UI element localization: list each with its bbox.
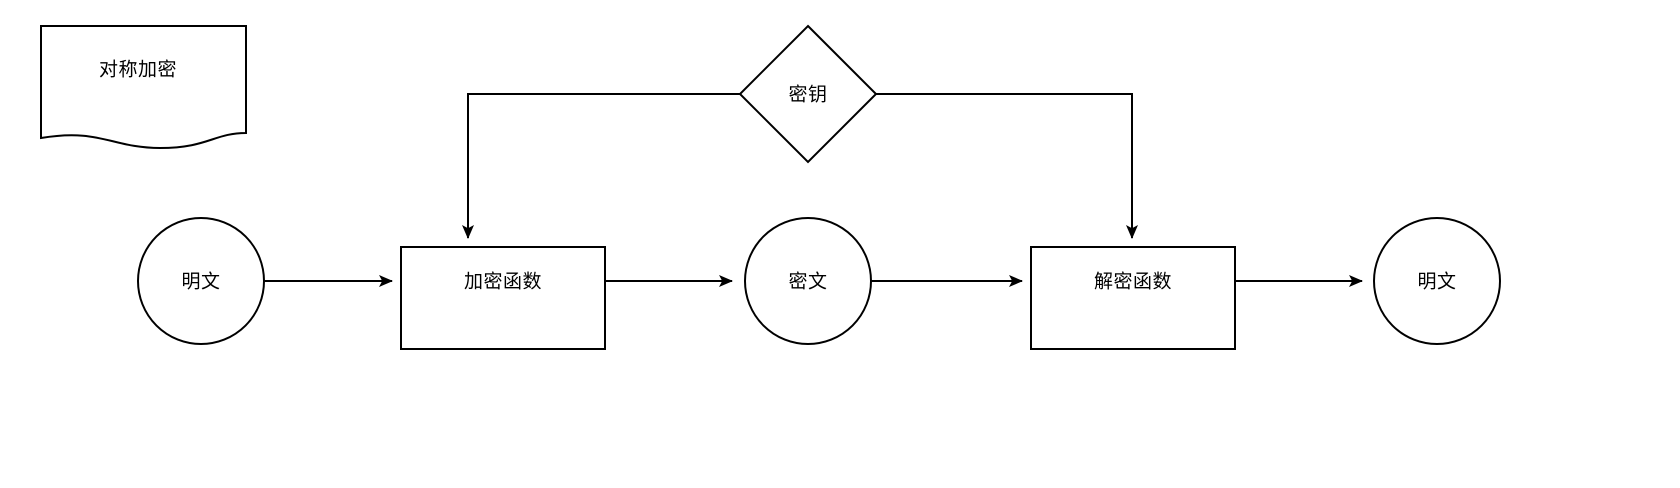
edge-key-to-decrypt <box>876 93 1138 239</box>
node-ciphertext[interactable]: 密文 <box>744 217 872 345</box>
title-note: 对称加密 <box>40 25 247 150</box>
title-note-label: 对称加密 <box>99 59 177 81</box>
node-ciphertext-label: 密文 <box>788 271 827 293</box>
node-decrypt-fn[interactable]: 解密函数 <box>1030 246 1236 350</box>
node-plaintext-in-label: 明文 <box>181 271 220 293</box>
diamond-shape[interactable] <box>738 24 878 164</box>
document-shape <box>40 25 247 150</box>
node-encrypt-fn[interactable]: 加密函数 <box>400 246 606 350</box>
node-plaintext-out[interactable]: 明文 <box>1373 217 1501 345</box>
node-key-label: 密钥 <box>788 84 827 106</box>
rect-shape[interactable] <box>1030 246 1236 350</box>
edge-key-to-encrypt-line <box>462 93 740 239</box>
circle-shape[interactable] <box>1373 217 1501 345</box>
node-key[interactable]: 密钥 <box>738 24 878 164</box>
node-plaintext-out-label: 明文 <box>1417 271 1456 293</box>
edge-key-to-decrypt-line <box>876 93 1138 239</box>
node-encrypt-fn-label: 加密函数 <box>464 271 542 293</box>
rect-shape[interactable] <box>400 246 606 350</box>
edge-key-to-encrypt <box>462 93 740 239</box>
node-plaintext-in[interactable]: 明文 <box>137 217 265 345</box>
node-decrypt-fn-label: 解密函数 <box>1094 271 1172 293</box>
